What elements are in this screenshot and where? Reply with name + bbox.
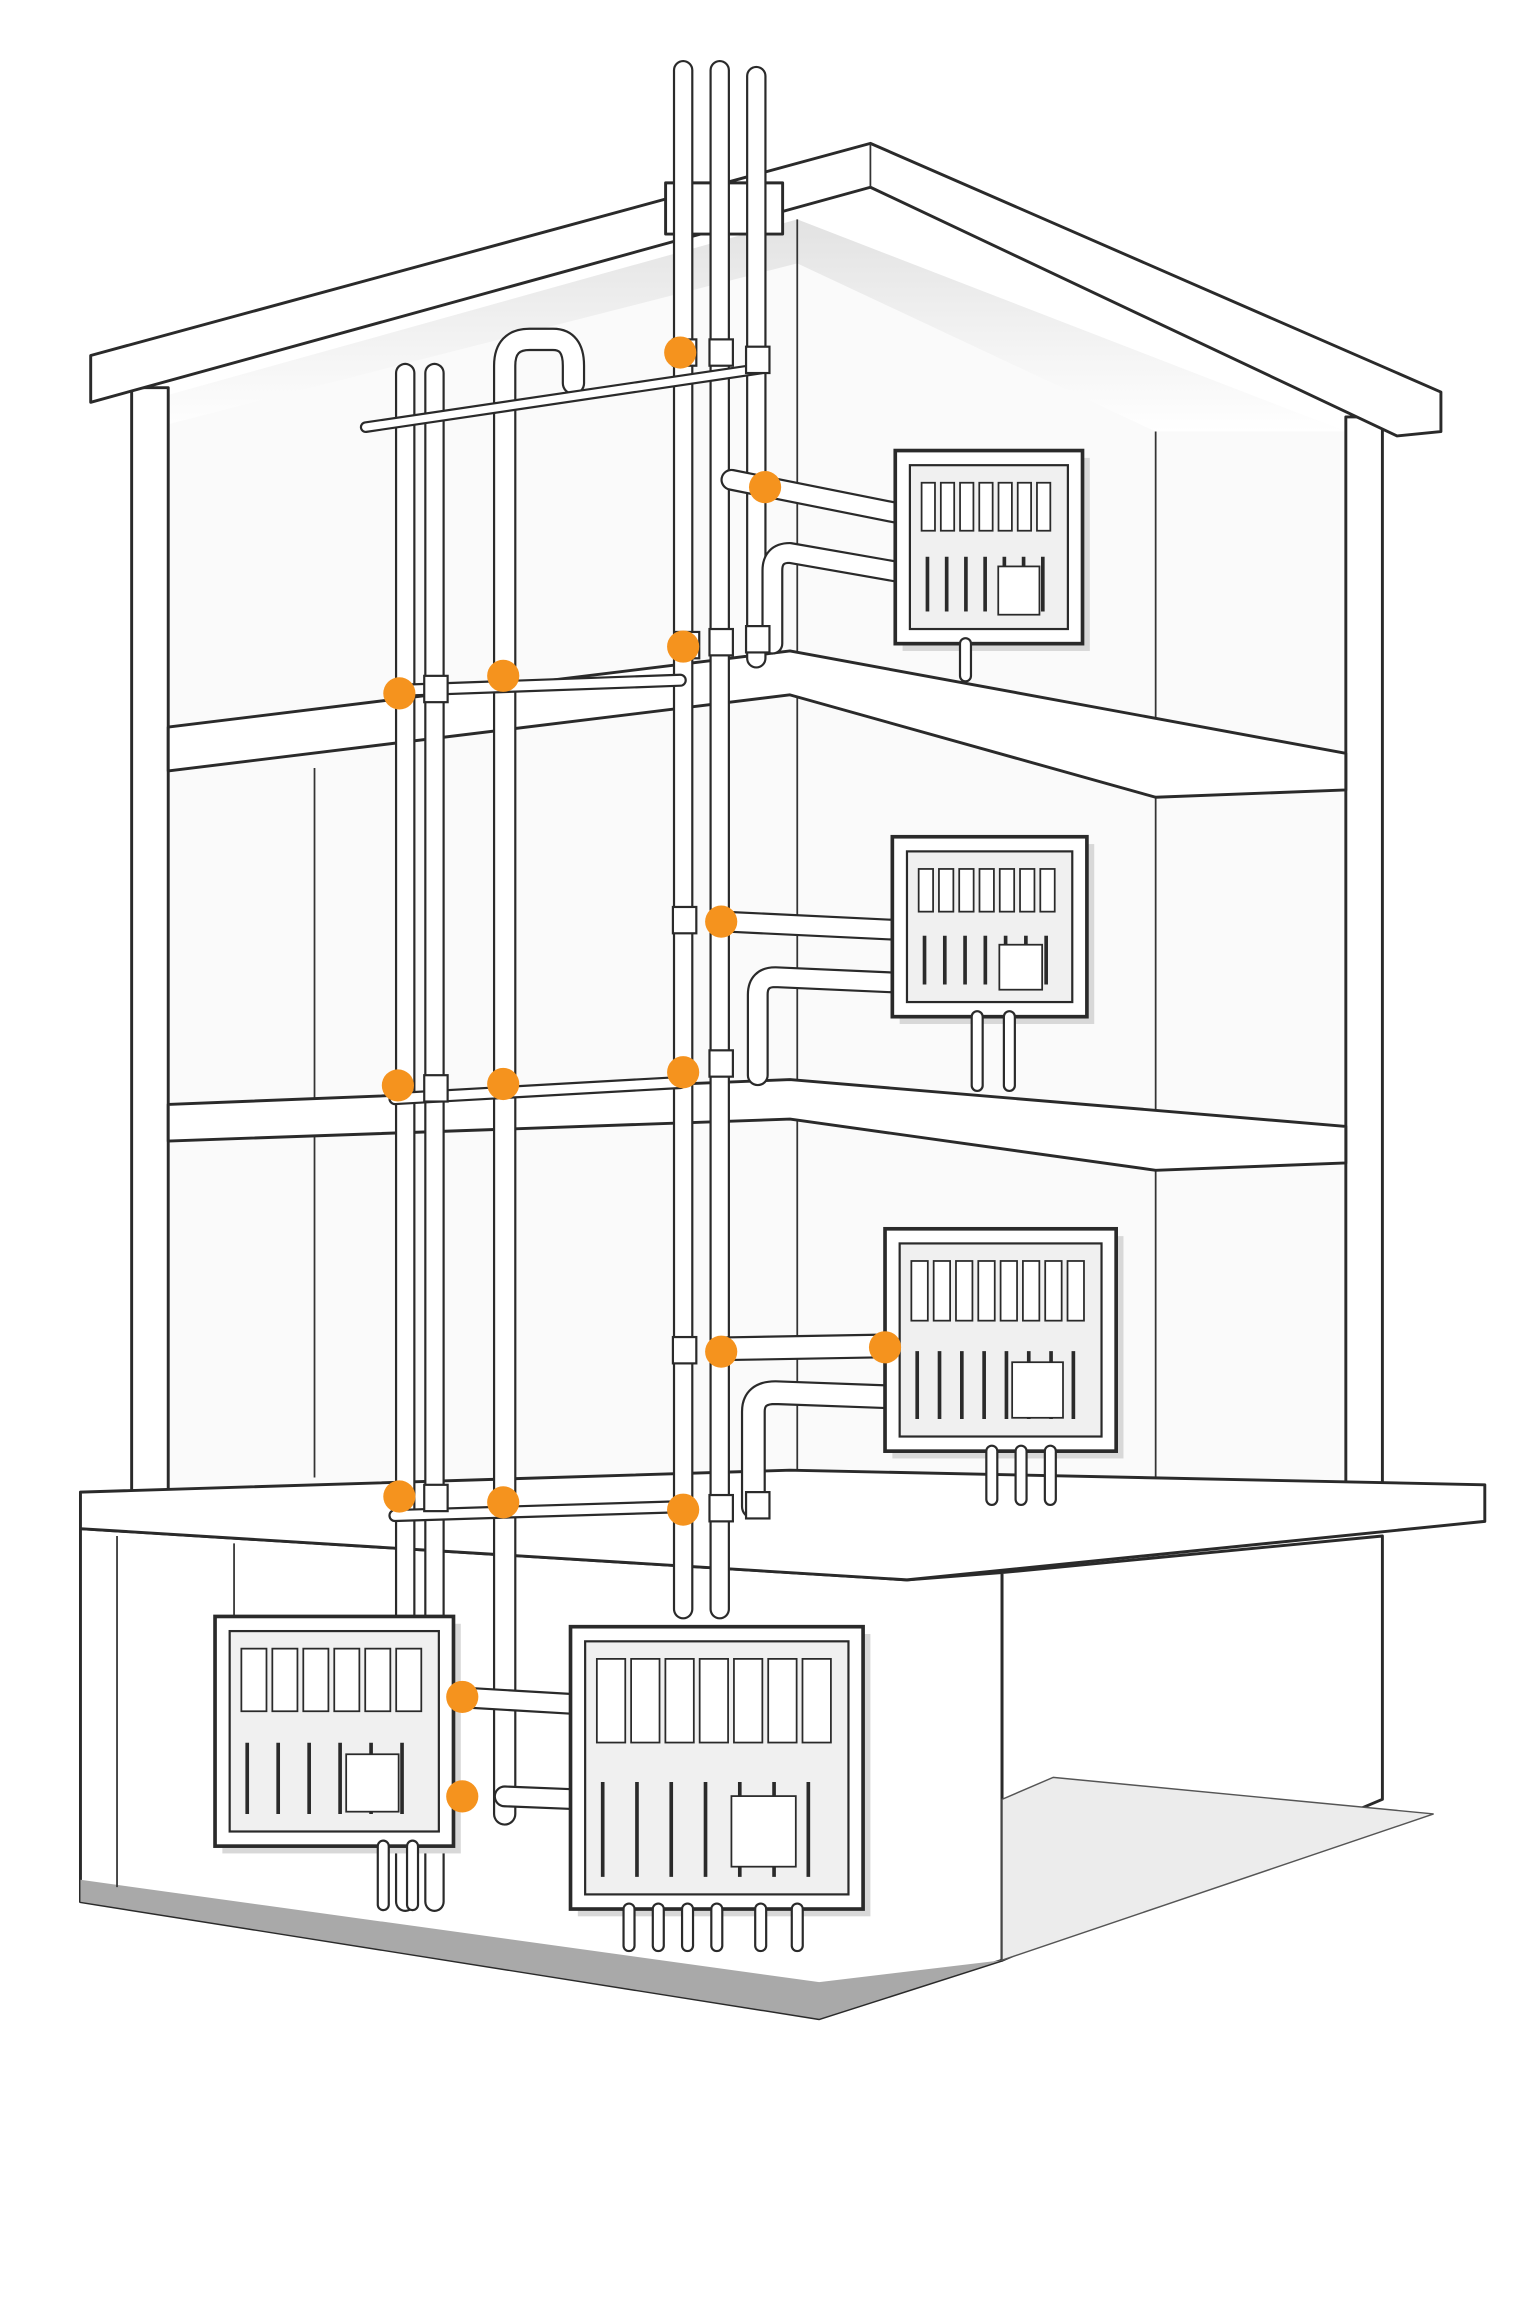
branch-mid-2-body — [748, 968, 916, 1084]
circuit-breaker — [1022, 1260, 1041, 1322]
conduit-clamp — [744, 1491, 771, 1520]
circuit-breaker — [395, 1647, 423, 1713]
circuit-breaker — [240, 1647, 268, 1713]
branch-low-1-body — [713, 1335, 903, 1359]
circuit-breaker — [999, 1260, 1018, 1322]
right-wall — [1344, 415, 1384, 1494]
junction-marker — [487, 659, 520, 692]
conduit-clamp — [708, 1493, 734, 1523]
junction-marker — [748, 471, 782, 504]
circuit-breaker — [910, 1260, 929, 1322]
basement-link-2-body — [495, 1787, 587, 1809]
basement-left-panel — [213, 1614, 461, 1854]
left-wall — [130, 386, 170, 1494]
branch-low-2-body — [743, 1382, 906, 1517]
branch-top-2 — [761, 541, 918, 655]
junction-marker — [705, 1335, 738, 1368]
circuit-breaker — [1016, 481, 1032, 532]
circuit-breaker — [938, 868, 955, 913]
conduit-clamp — [744, 345, 771, 375]
junction-marker — [383, 677, 416, 710]
junction-marker — [667, 1056, 700, 1089]
terminal-block — [345, 1753, 400, 1813]
circuit-breaker — [959, 481, 975, 532]
floor-slab-3 — [166, 649, 1348, 799]
circuit-breaker — [920, 481, 936, 532]
circuit-breaker — [1039, 868, 1056, 913]
branch-mid-2 — [746, 966, 918, 1087]
circuit-breaker — [932, 1260, 952, 1322]
circuit-breaker — [1066, 1260, 1085, 1322]
riser-center — [492, 327, 586, 1826]
conduit-clamp — [708, 338, 734, 367]
branch-mid-1-body — [715, 912, 916, 940]
junction-marker — [664, 336, 697, 369]
riser-center-body — [495, 329, 583, 1824]
terminal-block — [730, 1795, 797, 1868]
junction-markers — [381, 336, 902, 1813]
circuit-breaker — [630, 1658, 661, 1744]
conduit-clamp — [423, 1074, 449, 1103]
branch-top-2-body — [763, 544, 916, 653]
terminal-block — [1011, 1361, 1064, 1419]
circuit-breaker — [801, 1658, 832, 1744]
conduit-clamp — [423, 1483, 449, 1513]
circuit-breaker — [997, 481, 1013, 532]
floor-3-panel — [893, 448, 1090, 651]
circuit-breaker — [1044, 1260, 1063, 1322]
circuit-breaker — [998, 868, 1016, 913]
circuit-breaker — [958, 868, 975, 913]
circuit-breaker — [302, 1647, 330, 1713]
circuit-breaker — [664, 1658, 695, 1744]
circuit-breaker — [939, 481, 956, 532]
circuit-breaker — [733, 1658, 764, 1744]
circuit-breaker — [978, 481, 994, 532]
conduit-clamp — [708, 1049, 734, 1078]
ceiling-conduit-body — [362, 364, 765, 431]
conduit-clamp — [708, 627, 734, 657]
circuit-breaker — [271, 1647, 299, 1713]
conduit-risers — [359, 59, 918, 1912]
junction-marker — [705, 905, 738, 938]
ceiling-conduit — [359, 362, 767, 434]
circuit-breaker — [1019, 868, 1036, 913]
circuit-breaker — [767, 1658, 798, 1744]
junction-marker — [667, 1493, 700, 1526]
circuit-breaker — [977, 1260, 996, 1322]
circuit-breaker — [698, 1658, 729, 1744]
junction-marker — [383, 1480, 416, 1513]
circuit-breaker — [595, 1658, 627, 1744]
circuit-breaker — [978, 868, 995, 913]
junction-marker — [487, 1067, 520, 1101]
branch-low-1 — [711, 1333, 905, 1362]
junction-marker — [667, 630, 700, 663]
floor-run-3 — [388, 1500, 687, 1523]
conduit-clamp — [423, 674, 449, 704]
floor-2-panel — [890, 834, 1095, 1024]
floor-1-panel — [883, 1226, 1124, 1459]
circuit-breaker — [333, 1647, 361, 1713]
branch-low-2 — [740, 1380, 908, 1520]
terminal-block — [998, 943, 1044, 991]
main-switchboard — [568, 1624, 871, 1917]
basement-link-2 — [493, 1785, 589, 1811]
circuit-breaker — [917, 868, 934, 913]
junction-marker — [446, 1780, 479, 1813]
junction-marker — [381, 1069, 414, 1102]
floor-slab-2 — [166, 1078, 1348, 1172]
conduit-clamp — [671, 905, 698, 935]
conduit-clamp — [671, 1335, 698, 1365]
circuit-breaker — [364, 1647, 392, 1713]
terminal-block — [997, 565, 1041, 616]
circuit-breaker — [955, 1260, 974, 1322]
conduit-clamp — [744, 625, 771, 654]
distribution-panels — [213, 448, 1124, 1953]
junction-marker — [868, 1331, 902, 1364]
junction-marker — [487, 1486, 520, 1519]
branch-mid-1 — [713, 910, 918, 942]
circuit-breaker — [1036, 481, 1052, 532]
junction-marker — [446, 1680, 479, 1714]
floor-run-3-body — [390, 1502, 685, 1520]
